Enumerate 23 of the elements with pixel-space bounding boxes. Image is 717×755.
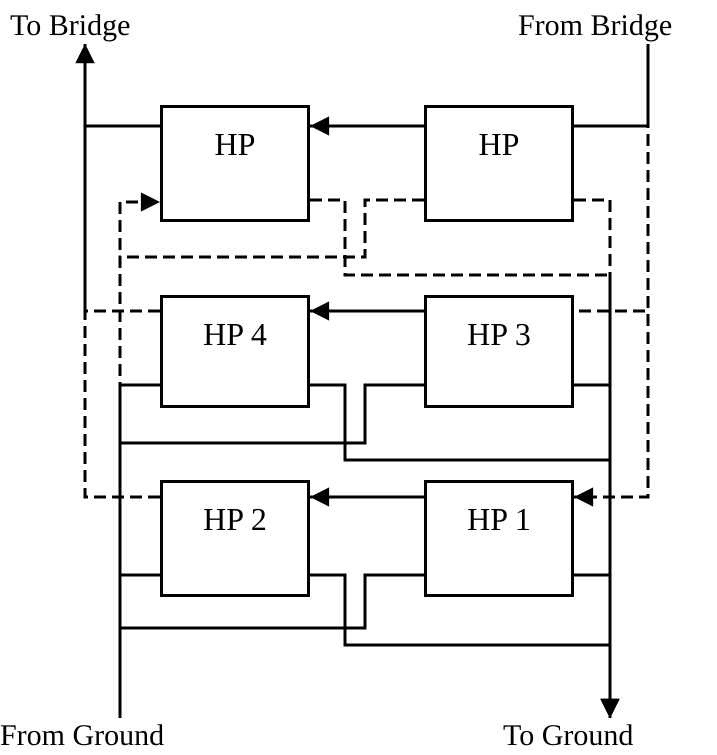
unit-label: HP 3: [467, 316, 531, 353]
heat-pump-box: [424, 295, 574, 408]
unit-label: HP 4: [203, 316, 267, 353]
unit-label: HP: [478, 126, 520, 163]
flow-arrow: [574, 44, 650, 507]
heat-pump-box: [424, 480, 574, 597]
flow-arrow: [310, 487, 424, 507]
flow-arrow: [310, 116, 424, 136]
flow-arrow: [75, 44, 160, 498]
pipe-line: [118, 574, 424, 718]
flow-label: To Bridge: [10, 8, 160, 44]
heat-pump-box: [160, 480, 310, 597]
flow-arrow: [574, 574, 620, 718]
unit-label: HP: [214, 126, 256, 163]
heat-pump-box: [424, 105, 574, 222]
flow-label: From Ground: [0, 718, 220, 754]
heat-pump-box: [160, 105, 310, 222]
flow-label: To Ground: [503, 718, 673, 754]
unit-label: HP 1: [467, 501, 531, 538]
flow-label: From Bridge: [518, 8, 713, 44]
flow-arrow: [310, 301, 424, 321]
unit-label: HP 2: [203, 501, 267, 538]
heat-pump-box: [160, 295, 310, 408]
